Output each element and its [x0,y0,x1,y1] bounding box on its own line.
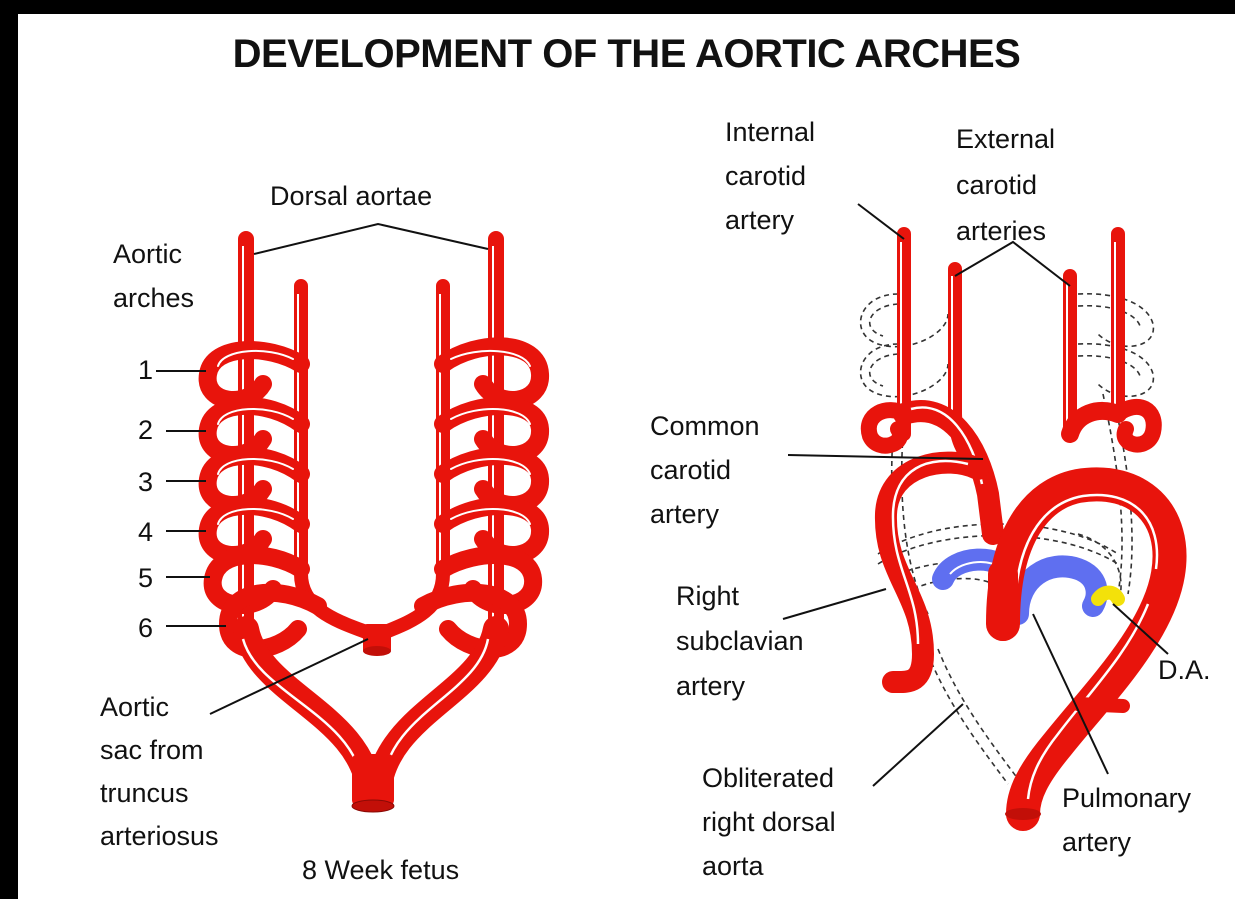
label-obliterated-dorsal-aorta: Obliterated right dorsal aorta [702,756,836,888]
label-pulmonary-artery: Pulmonary artery [1062,776,1191,864]
label-common-carotid: Common carotid artery [650,404,760,536]
label-external-carotid: External carotid arteries [956,116,1055,254]
label-ductus-arteriosus: D.A. [1158,654,1211,686]
right-vessel-system [869,234,1170,820]
arch-number-4: 4 [138,516,153,548]
arch-number-3: 3 [138,466,153,498]
caption-8-week-fetus: 8 Week fetus [302,854,459,886]
label-aortic-sac: Aortic sac from truncus arteriosus [100,686,219,858]
arch-number-2: 2 [138,414,153,446]
arch-number-1: 1 [138,354,153,386]
label-right-subclavian: Right subclavian artery [676,574,804,709]
arch-number-6: 6 [138,612,153,644]
label-dorsal-aortae: Dorsal aortae [270,180,432,212]
label-internal-carotid: Internal carotid artery [725,110,815,242]
left-vessel-system [208,239,540,812]
arch-number-5: 5 [138,562,153,594]
label-aortic-arches: Aortic arches [113,232,194,320]
diagram-panel: DEVELOPMENT OF THE AORTIC ARCHES [18,14,1235,899]
